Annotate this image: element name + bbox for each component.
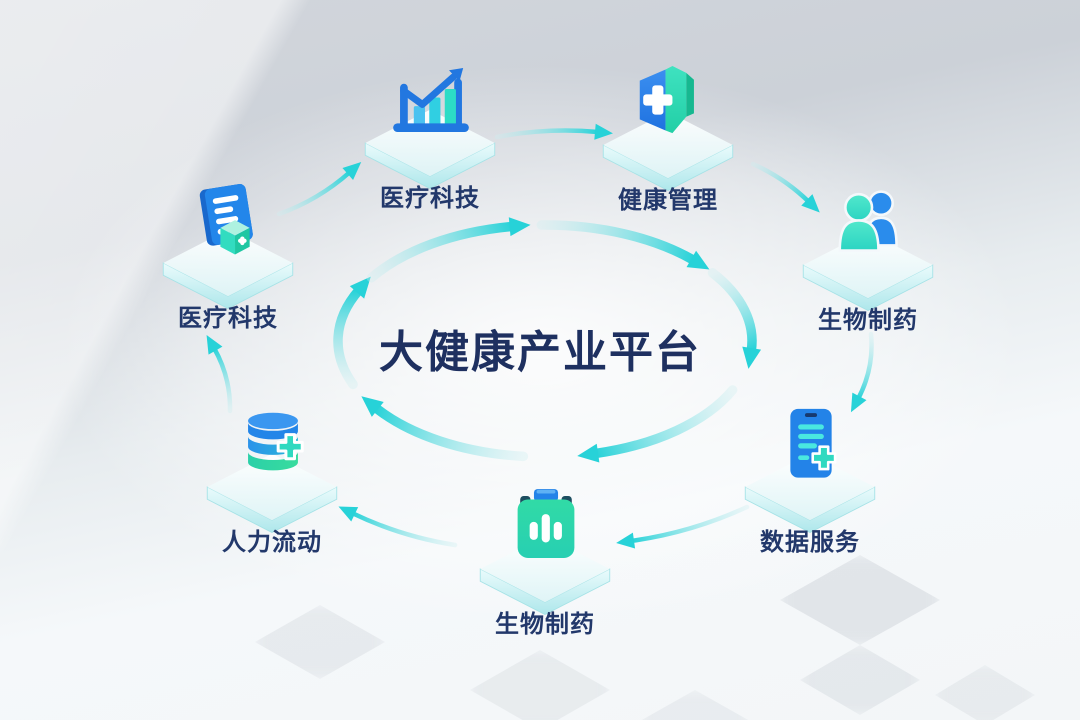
ring-arc bbox=[707, 268, 757, 356]
ring-arc bbox=[370, 402, 529, 462]
node-biopharma-right: 生物制药 bbox=[780, 180, 956, 334]
connector-arrow bbox=[750, 161, 812, 205]
arrowhead bbox=[206, 334, 223, 355]
connector-arrow bbox=[349, 510, 458, 548]
medical-tablet-icon bbox=[790, 408, 837, 478]
arrowhead bbox=[338, 506, 359, 522]
node-health-management: 健康管理 bbox=[580, 60, 756, 214]
arrowhead bbox=[850, 392, 867, 413]
arrowhead bbox=[616, 532, 636, 549]
medical-document-icon bbox=[199, 184, 253, 255]
node-medical-tech-left: 医疗科技 bbox=[140, 178, 316, 332]
node-label: 生物制药 bbox=[818, 307, 918, 334]
node-hr-flow: 人力流动 bbox=[184, 402, 360, 556]
node-data-service: 数据服务 bbox=[722, 402, 898, 556]
arrowhead bbox=[594, 123, 613, 140]
people-icon bbox=[838, 190, 898, 252]
medical-shield-icon bbox=[639, 66, 694, 134]
arrowhead bbox=[801, 194, 820, 213]
ring-arc bbox=[333, 285, 364, 390]
node-label: 医疗科技 bbox=[380, 185, 480, 212]
node-label: 医疗科技 bbox=[178, 305, 278, 332]
ring-arc bbox=[590, 385, 738, 459]
arrowhead bbox=[577, 443, 600, 463]
connector-arrow bbox=[494, 128, 601, 140]
node-biopharma-bottom: 生物制药 bbox=[457, 484, 633, 638]
page-title: 大健康产业平台 bbox=[379, 328, 701, 377]
node-label: 数据服务 bbox=[760, 529, 860, 556]
medicine-bag-icon bbox=[517, 489, 575, 558]
arrowhead bbox=[742, 346, 762, 369]
arrowhead bbox=[349, 276, 371, 299]
arrowhead bbox=[686, 250, 710, 270]
connector-arrow bbox=[276, 169, 353, 217]
node-label: 健康管理 bbox=[618, 187, 718, 214]
node-label: 生物制药 bbox=[495, 611, 595, 638]
arrowhead bbox=[361, 396, 384, 417]
node-label: 人力流动 bbox=[222, 529, 322, 556]
arrowhead bbox=[342, 162, 362, 180]
connector-arrow bbox=[211, 345, 233, 414]
connector-arrow bbox=[855, 331, 874, 402]
bar-chart-icon bbox=[393, 68, 469, 132]
database-plus-icon bbox=[248, 412, 304, 471]
ring-arc bbox=[536, 220, 699, 266]
connector-arrow bbox=[628, 504, 750, 544]
ring-arc bbox=[366, 221, 518, 283]
arrowhead bbox=[508, 217, 531, 237]
node-medical-tech-top: 医疗科技 bbox=[342, 58, 518, 212]
